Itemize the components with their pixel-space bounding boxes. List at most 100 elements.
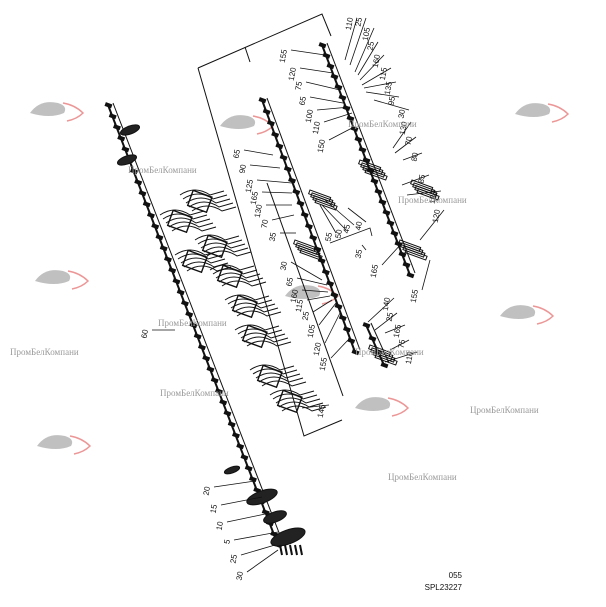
rotor-tine xyxy=(233,306,279,313)
rotor-tine xyxy=(227,298,273,305)
rotor-tine xyxy=(162,213,208,220)
callout-leader xyxy=(233,531,279,541)
watermark-logo-flame xyxy=(252,115,275,135)
shaft-part xyxy=(321,268,330,276)
callout-leader xyxy=(361,67,392,86)
callout-label: 20 xyxy=(202,485,213,496)
watermark-logo xyxy=(515,103,551,117)
shaft-part xyxy=(279,154,288,161)
shaft-part xyxy=(370,178,379,185)
shaft-part xyxy=(330,73,339,80)
callout-leader xyxy=(384,351,418,363)
shaft-part xyxy=(193,333,202,340)
rotor-tine xyxy=(272,393,318,400)
callout-leader xyxy=(394,136,417,154)
rotor-tine xyxy=(188,201,234,208)
shaft-part xyxy=(338,314,347,321)
callout-leader xyxy=(347,207,367,223)
shaft-part xyxy=(386,219,395,226)
callout-leader xyxy=(384,324,406,334)
callout-label: 120 xyxy=(312,341,323,356)
rotor-hub xyxy=(181,249,208,274)
assembly-bracket xyxy=(197,13,332,69)
shaft-part xyxy=(168,267,177,274)
shaft-part xyxy=(350,125,359,132)
callout-label: 130 xyxy=(428,189,439,204)
bearing-disc xyxy=(120,124,140,136)
watermark-logo-flame xyxy=(67,270,90,290)
rotor-tine xyxy=(261,380,307,387)
rotor-tine xyxy=(243,336,289,343)
watermark-logo xyxy=(37,435,73,449)
callout-label: 10 xyxy=(215,520,226,531)
bolt xyxy=(284,544,288,556)
callout-leader xyxy=(261,191,293,194)
callout-label: 80 xyxy=(410,151,421,162)
watermark-logo-flame xyxy=(69,435,92,455)
callout-leader xyxy=(306,295,331,301)
callout-leader xyxy=(301,289,329,293)
watermark-text: ПромБелКомпани xyxy=(128,165,197,175)
callout-leader xyxy=(365,91,400,98)
shaft-part xyxy=(258,97,267,104)
callout-label: 155 xyxy=(409,288,420,303)
callout-label: 125 xyxy=(244,178,255,193)
callout-label: 30 xyxy=(397,108,408,119)
rotor-tine xyxy=(234,324,280,331)
callout-leader xyxy=(359,54,385,81)
callout-label: 60 xyxy=(140,328,151,339)
shaft-part xyxy=(300,211,309,218)
shaft-part xyxy=(288,177,297,184)
shaft-part xyxy=(142,201,151,208)
rotor-hub xyxy=(276,389,303,414)
shaft-part xyxy=(176,289,185,296)
shaft-part xyxy=(346,115,355,122)
callout-label: 25 xyxy=(354,16,365,27)
shaft-part xyxy=(219,399,228,406)
shaft-part xyxy=(155,234,164,241)
shaft-part xyxy=(223,410,232,417)
callout-leader xyxy=(421,259,431,291)
rotor-tine xyxy=(236,310,282,317)
callout-label: 110 xyxy=(344,16,355,31)
shaft-part xyxy=(134,179,143,186)
callout-label: 110 xyxy=(311,120,322,135)
shaft-part xyxy=(112,124,121,131)
callout-label: 155 xyxy=(278,48,289,63)
callout-leader xyxy=(357,41,379,76)
shaft-part xyxy=(172,278,181,285)
callout-label: 5 xyxy=(222,538,232,544)
lower-shaft-part xyxy=(365,324,385,366)
rotor-tine xyxy=(218,276,264,283)
rotor-tine xyxy=(179,189,225,196)
callout-leader xyxy=(301,404,330,409)
shaft-part xyxy=(185,311,194,318)
shaft-part xyxy=(342,104,351,111)
drawing-code: SPL23227 xyxy=(424,583,462,592)
shaft-part xyxy=(380,362,389,369)
shaft-part xyxy=(362,322,371,329)
shaft-part xyxy=(236,443,245,450)
watermark-text: ПромБелКомпани xyxy=(348,119,417,129)
callout-label: 120 xyxy=(431,208,442,223)
callout-leader xyxy=(349,17,367,66)
rotor-tine xyxy=(168,221,214,228)
watermark-logo xyxy=(285,285,321,299)
bolt xyxy=(289,544,293,556)
callout-label: 55 xyxy=(324,231,335,242)
main-rotor-shaft-edge xyxy=(112,102,284,544)
callout-label: 105 xyxy=(361,26,372,41)
watermark-text: ЦромБелКомпани xyxy=(388,472,457,482)
callout-leader xyxy=(402,152,423,161)
rotor-hub xyxy=(201,234,228,259)
shaft-part xyxy=(129,168,138,175)
callout-label: 40 xyxy=(354,220,365,231)
callout-leader xyxy=(290,49,326,56)
callout-leader xyxy=(344,17,358,61)
callout-label: 65 xyxy=(232,148,243,159)
shaft-part xyxy=(262,108,271,115)
rotor-tine xyxy=(186,265,232,272)
callout-label: 50 xyxy=(334,228,345,239)
callout-leader xyxy=(354,27,375,73)
callout-label: 65 xyxy=(285,276,296,287)
